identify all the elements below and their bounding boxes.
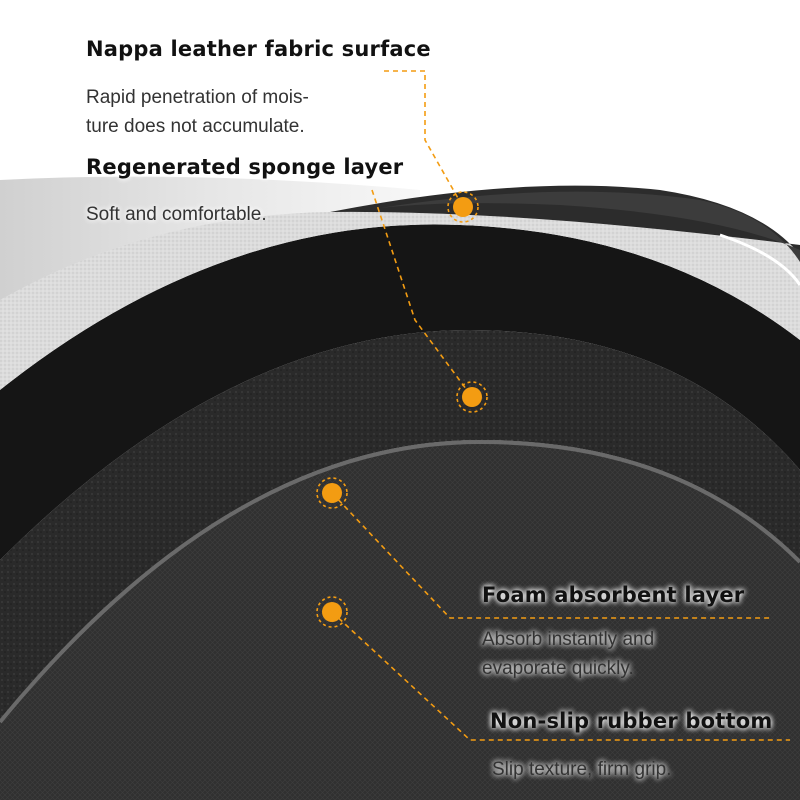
leader-line-nappa [384,70,464,208]
sponge-description: Soft and comfortable. [86,200,267,229]
marker-rubber [316,596,348,628]
leader-line-foam [331,492,770,619]
foam-absorbent-layer [0,330,800,720]
foam-edge [0,439,800,724]
rubber-bottom-layer [0,440,800,800]
foam-description-line-1: Absorb instantly and [482,629,655,650]
foam-title: Foam absorbent layer [482,583,745,607]
nappa-description-line-2: ture does not accumulate. [86,116,305,137]
nappa-title: Nappa leather fabric surface [86,37,431,61]
nappa-description-line-1: Rapid penetration of mois- [86,87,309,108]
rubber-title: Non-slip rubber bottom [490,709,773,733]
sponge-title: Regenerated sponge layer [86,155,404,179]
foam-description: Absorb instantly and evaporate quickly. [482,625,654,683]
rubber-description-line-1: Slip texture, firm grip. [492,759,672,780]
leader-line-sponge [371,189,473,398]
fabric-surface-layer [0,211,800,390]
marker-sponge [456,381,488,413]
sponge-description-line-1: Soft and comfortable. [86,204,267,225]
marker-foam [316,477,348,509]
sponge-layer [0,224,800,560]
nappa-description: Rapid penetration of mois- ture does not… [86,83,309,141]
foam-description-line-2: evaporate quickly. [482,658,634,679]
rubber-description: Slip texture, firm grip. [492,755,672,784]
marker-nappa [447,191,479,223]
